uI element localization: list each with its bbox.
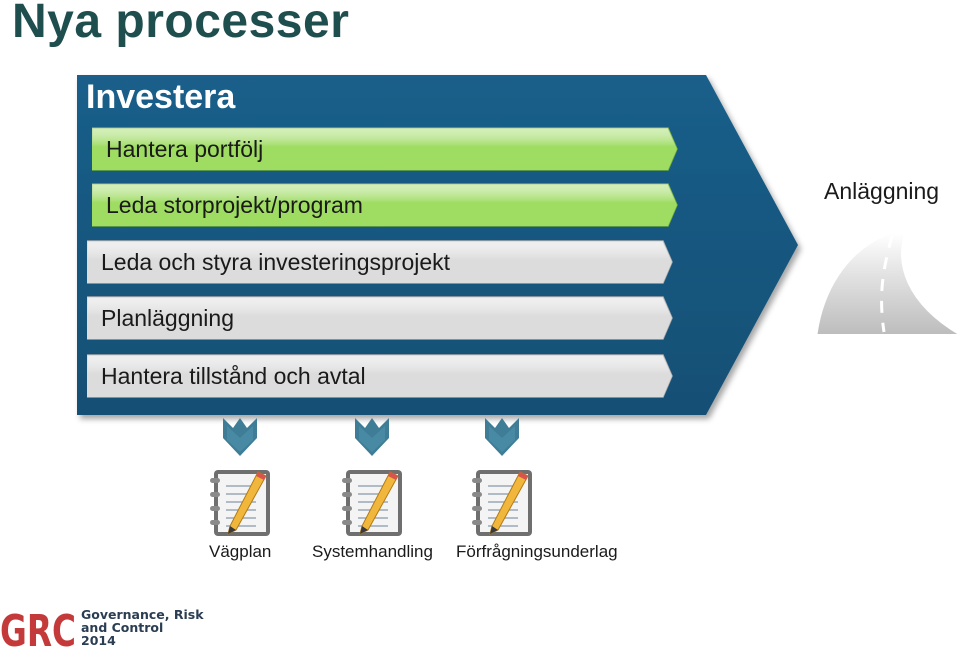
notepad-pencil-icon	[342, 470, 402, 536]
output-label: Vägplan	[209, 542, 272, 561]
activity-label: Leda och styra investeringsprojekt	[101, 249, 451, 275]
activity-label: Leda storprojekt/program	[106, 192, 363, 218]
activity-bar: Hantera portfölj	[92, 127, 678, 171]
svg-text:GRC: GRC	[0, 606, 76, 650]
activity-label: Hantera portfölj	[106, 136, 264, 162]
activity-label: Hantera tillstånd och avtal	[101, 363, 366, 389]
activity-bar: Hantera tillstånd och avtal	[87, 354, 673, 398]
notepad-pencil-icon	[472, 470, 532, 536]
down-chevron-icon	[223, 418, 257, 456]
grc-logo: GRC	[0, 606, 76, 650]
activity-bar-shape	[92, 127, 678, 171]
process-title: Investera	[86, 78, 236, 116]
output-label: Förfrågningsunderlag	[456, 542, 618, 561]
activity-bar: Planläggning	[87, 296, 673, 340]
activity-bar-shape	[92, 183, 678, 227]
activity-bar: Leda storprojekt/program	[92, 183, 678, 227]
road-icon	[814, 232, 960, 336]
page-title: Nya processer	[12, 0, 350, 48]
grc-logo-text: Governance, Risk and Control 2014	[81, 607, 204, 648]
activity-bar: Leda och styra investeringsprojekt	[87, 240, 673, 284]
activity-bar-shape	[87, 296, 673, 340]
notepad-pencil-icon	[210, 470, 270, 536]
down-chevron-icon	[355, 418, 389, 456]
down-chevron-icon	[485, 418, 519, 456]
outcome-label: Anläggning	[824, 178, 940, 204]
activity-bar-shape	[87, 240, 673, 284]
output-label: Systemhandling	[312, 542, 433, 561]
activity-label: Planläggning	[101, 305, 235, 331]
activity-bar-shape	[87, 354, 673, 398]
